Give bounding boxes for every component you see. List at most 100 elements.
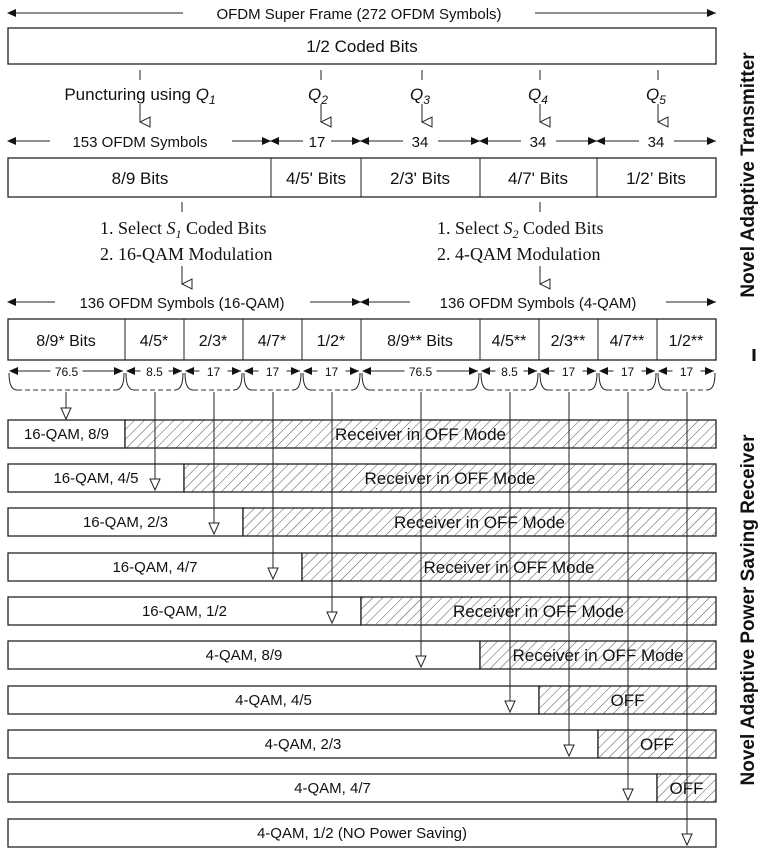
brace-corner [115, 372, 125, 391]
receiver-on-segment [7, 685, 540, 715]
receiver-arrowhead [60, 407, 72, 421]
receiver-off-segment [479, 640, 717, 670]
duration-label: 17 [207, 365, 221, 379]
seg-label-2: 17 [309, 134, 326, 151]
receiver-off-label: Receiver in OFF Mode [513, 646, 684, 665]
receiver-arrowhead [267, 567, 279, 581]
receiver-on-segment [7, 729, 599, 759]
brace-corner [125, 372, 135, 391]
brace-corner [470, 372, 480, 391]
receiver-on-segment [7, 596, 362, 626]
receiver-arrows [60, 392, 693, 847]
duration-label: 8.5 [501, 365, 518, 379]
sub-boxes: 8/9* Bits 4/5* 2/3* 4/7* 1/2* 8/9** Bits… [7, 318, 717, 361]
sub-box-47ss: 4/7** [610, 333, 645, 350]
receiver-arrowhead [208, 522, 220, 536]
transmitter-side-label: Novel Adaptive Transmitter [738, 52, 759, 298]
receiver-on-segment [7, 419, 126, 449]
rate-box-45: 4/5' Bits [286, 169, 346, 188]
q5-label: Q5 [646, 85, 666, 107]
rate-boxes: 8/9 Bits 4/5' Bits 2/3' Bits 4/7' Bits 1… [7, 157, 717, 198]
seg-label-3: 34 [412, 134, 429, 151]
receiver-on-segment [7, 507, 244, 537]
receiver-off-segment [360, 596, 717, 626]
receiver-arrowhead [622, 788, 634, 802]
receiver-arrowhead [415, 655, 427, 669]
receiver-row-label: 4-QAM, 2/3 [265, 736, 342, 753]
receiver-off-segment [242, 507, 717, 537]
receiver-arrowhead [681, 833, 693, 847]
receiver-off-label: Receiver in OFF Mode [424, 558, 595, 577]
brace-corner [174, 372, 184, 391]
select-left-line1: 1. Select S1 Coded Bits [100, 218, 267, 241]
rate-box-47: 4/7' Bits [508, 169, 568, 188]
coded-bits-label: 1/2 Coded Bits [306, 37, 418, 56]
brace-corner [539, 372, 549, 391]
receiver-row-label: 16-QAM, 1/2 [142, 603, 227, 620]
brace-corner [657, 372, 667, 391]
receiver-row-label: 16-QAM, 2/3 [83, 514, 168, 531]
duration-label: 17 [680, 365, 694, 379]
duration-label: 17 [266, 365, 280, 379]
seg-label-5: 34 [648, 134, 665, 151]
duration-label: 8.5 [146, 365, 163, 379]
receiver-side-label: Novel Adaptive Power Saving Receiver [738, 434, 759, 786]
seg-label-1: 153 OFDM Symbols [72, 134, 207, 151]
q2-label: Q2 [308, 85, 328, 107]
puncturing-label: Puncturing using Q1 [64, 85, 215, 107]
brace-corner [706, 372, 716, 391]
receiver-arrowhead [504, 700, 516, 714]
receiver-row-label: 4-QAM, 4/5 [235, 692, 312, 709]
coded-bits-box [7, 27, 717, 65]
receiver-off-segment [301, 552, 717, 582]
receiver-row-label: 4-QAM, 4/7 [294, 780, 371, 797]
receiver-row: 4-QAM, 1/2 (NO Power Saving) [7, 818, 717, 848]
mod-label-4qam: 136 OFDM Symbols (4-QAM) [440, 295, 637, 312]
brace-corner [529, 372, 539, 391]
brace-corner [184, 372, 194, 391]
brace-corner [292, 372, 302, 391]
duration-label: 76.5 [55, 365, 79, 379]
sub-box-23s: 2/3* [199, 333, 227, 350]
superframe-header: OFDM Super Frame (272 OFDM Symbols) [7, 6, 716, 23]
receiver-arrowhead [563, 744, 575, 758]
sub-box-89s: 8/9* Bits [36, 333, 96, 350]
superframe-label: OFDM Super Frame (272 OFDM Symbols) [216, 6, 501, 23]
duration-label: 17 [325, 365, 339, 379]
brace-corner [361, 372, 371, 391]
receiver-off-segment [597, 729, 717, 759]
select-left-line2: 2. 16-QAM Modulation [100, 244, 273, 264]
q3-label: Q3 [410, 85, 430, 107]
receiver-on-segment [7, 640, 481, 670]
sub-box-89ss: 8/9** Bits [387, 333, 453, 350]
brace-corner [588, 372, 598, 391]
receiver-row-label: 16-QAM, 4/7 [112, 559, 197, 576]
receiver-on-segment [7, 552, 303, 582]
brace-corner [8, 372, 18, 391]
rate-box-23: 2/3' Bits [390, 169, 450, 188]
brace-corner [243, 372, 253, 391]
select-right: 1. Select S2 Coded Bits 2. 4-QAM Modulat… [437, 202, 604, 284]
brace-corner [351, 372, 361, 391]
mod-label-16qam: 136 OFDM Symbols (16-QAM) [79, 295, 284, 312]
receiver-row-label: 16-QAM, 8/9 [24, 426, 109, 443]
sub-box-47s: 4/7* [258, 333, 286, 350]
receiver-off-label: OFF [640, 735, 674, 754]
q4-label: Q4 [528, 85, 548, 107]
sub-box-12ss: 1/2** [669, 333, 704, 350]
receiver-row: 16-QAM, 4/7 Receiver in OFF Mode [7, 552, 717, 582]
receiver-off-label: Receiver in OFF Mode [394, 513, 565, 532]
sub-box-12s: 1/2* [317, 333, 345, 350]
receiver-row: 16-QAM, 2/3 Receiver in OFF Mode [7, 507, 717, 537]
select-left: 1. Select S1 Coded Bits 2. 16-QAM Modula… [100, 202, 273, 284]
duration-label: 76.5 [409, 365, 433, 379]
brace-corner [480, 372, 490, 391]
receiver-row-label: 16-QAM, 4/5 [53, 470, 138, 487]
receiver-row: 4-QAM, 2/3 OFF [7, 729, 717, 759]
rate-box-89: 8/9 Bits [112, 169, 169, 188]
puncturing-row: Puncturing using Q1 Q2 Q3 Q4 Q5 [64, 70, 666, 122]
